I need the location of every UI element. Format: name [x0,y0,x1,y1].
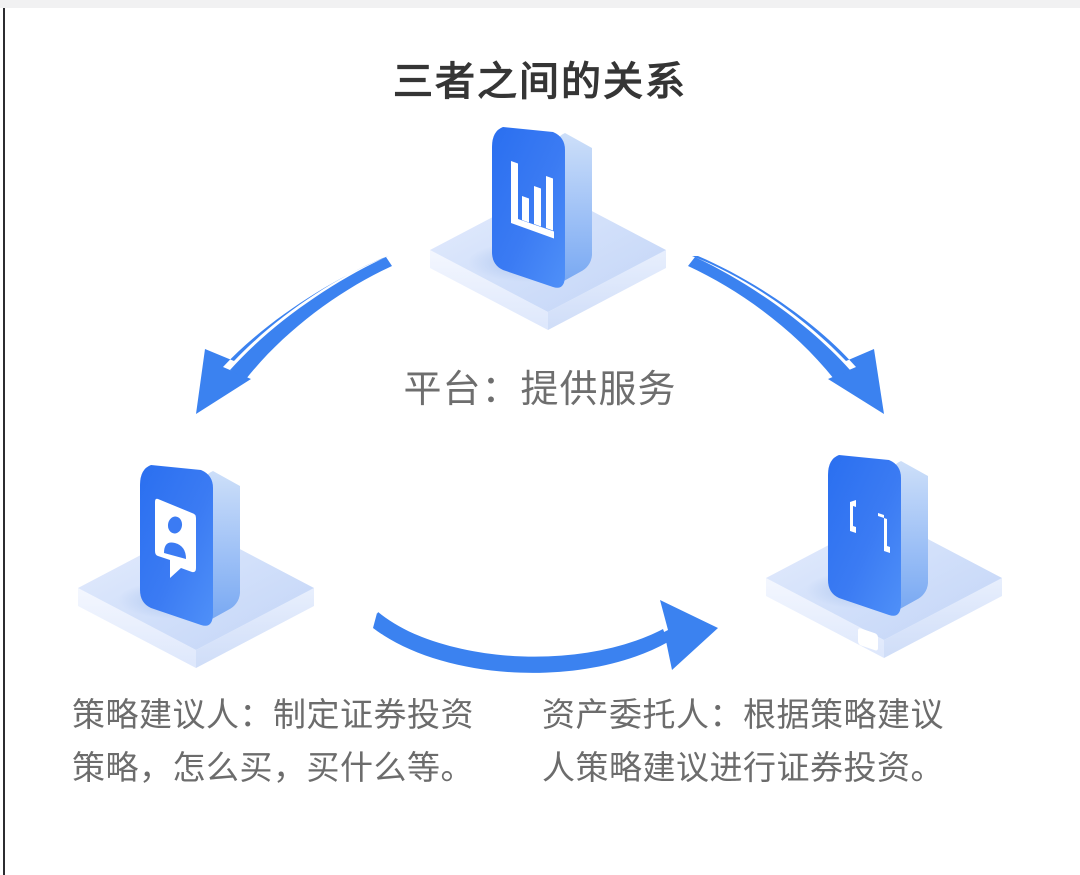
node-left-card[interactable] [140,465,240,626]
platform-edge-right [548,250,666,330]
hierarchy-sitemap-icon [841,500,894,712]
platform-edge-left [766,578,884,658]
captions-row: 策略建议人：制定证券投资 策略，怎么买，买什么等。 资产委托人：根据策略建议 人… [0,688,1080,795]
platform-edge-left [430,250,548,330]
page-title: 三者之间的关系 [393,60,687,104]
caption-left-line1: 策略建议人：制定证券投资 [72,696,474,733]
platform-edge-right [884,578,1002,658]
arrow-top-to-right [688,256,884,414]
node-top-card[interactable] [492,127,592,288]
platform-edge-right [196,588,314,668]
bar-chart-icon [511,161,554,239]
caption-right: 资产委托人：根据策略建议 人策略建议进行证券投资。 [542,688,1012,795]
arrow-left-to-right [373,600,718,673]
caption-left: 策略建议人：制定证券投资 策略，怎么买，买什么等。 [72,688,532,795]
left-edge-rule [3,8,5,875]
top-strip [0,0,1080,8]
user-glyph-cutout [164,516,186,559]
caption-right-line2: 人策略建议进行证券投资。 [542,749,944,787]
caption-left-line2: 策略，怎么买，买什么等。 [72,749,474,787]
center-caption: 平台：提供服务 [403,369,677,411]
node-right-card[interactable] [828,455,928,713]
arrow-top-to-left [196,256,392,414]
caption-right-line1: 资产委托人：根据策略建议 [542,696,944,733]
platform-edge-left [78,588,196,668]
card-front-face [828,455,901,616]
